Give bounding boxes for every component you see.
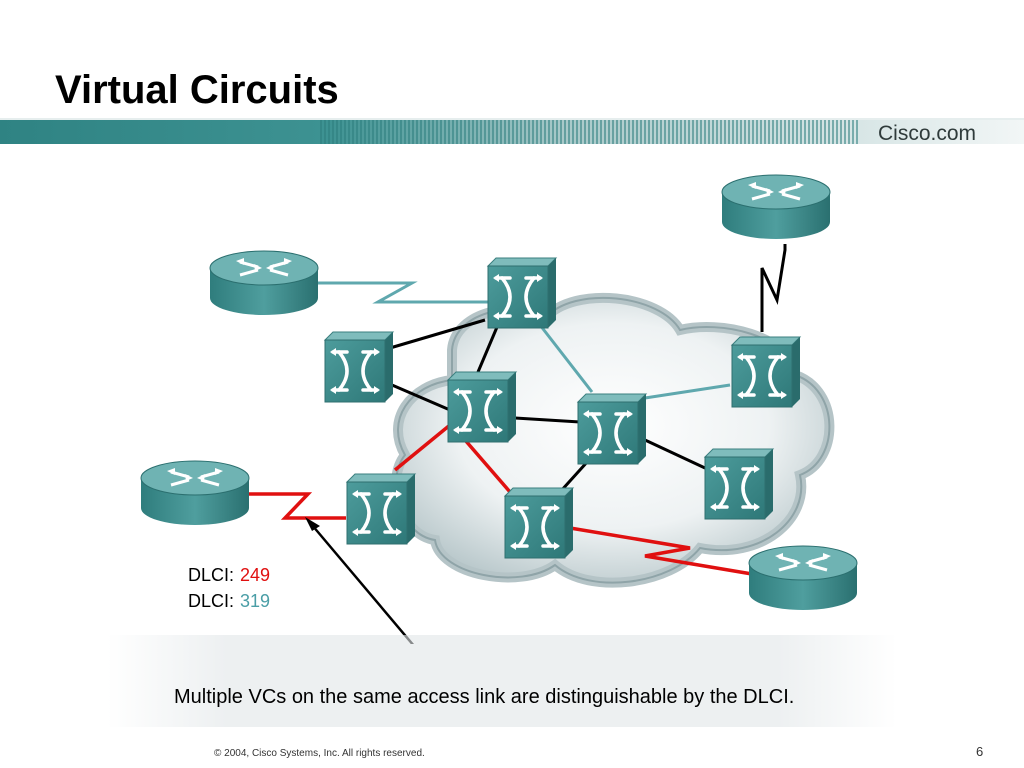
copyright: © 2004, Cisco Systems, Inc. All rights r… — [214, 748, 425, 759]
dlci-label-249: DLCI:249 — [188, 565, 270, 586]
caption-text: Multiple VCs on the same access link are… — [174, 686, 795, 708]
frame-relay-diagram — [139, 173, 859, 644]
teal-links — [318, 281, 731, 400]
dlci-value-teal: 319 — [240, 591, 271, 611]
switch-left-upper — [323, 330, 395, 404]
switch-center — [576, 392, 648, 466]
slide-title: Virtual Circuits — [55, 68, 339, 112]
red-links — [248, 423, 753, 576]
router-left-top — [208, 249, 320, 317]
dlci-label-319: DLCI:319 — [188, 591, 270, 612]
router-left-bottom — [139, 459, 251, 527]
switch-right-upper — [730, 335, 802, 409]
title-banner — [0, 118, 1024, 144]
cisco-logo-text: Cisco.com — [878, 122, 977, 145]
switch-right-lower — [703, 447, 775, 521]
page-number: 6 — [976, 744, 984, 759]
switch-left-lower — [345, 472, 417, 546]
dlci-value-red: 249 — [240, 565, 271, 585]
switch-top — [486, 256, 558, 330]
dlci-label-text: DLCI: — [188, 591, 235, 611]
router-right-top — [720, 173, 832, 241]
switch-bottom — [503, 486, 575, 560]
switch-center-left — [446, 370, 518, 444]
dlci-label-text: DLCI: — [188, 565, 235, 585]
caption-panel — [107, 635, 897, 727]
router-right-bottom — [747, 544, 859, 612]
access-link-arrow — [305, 517, 415, 644]
